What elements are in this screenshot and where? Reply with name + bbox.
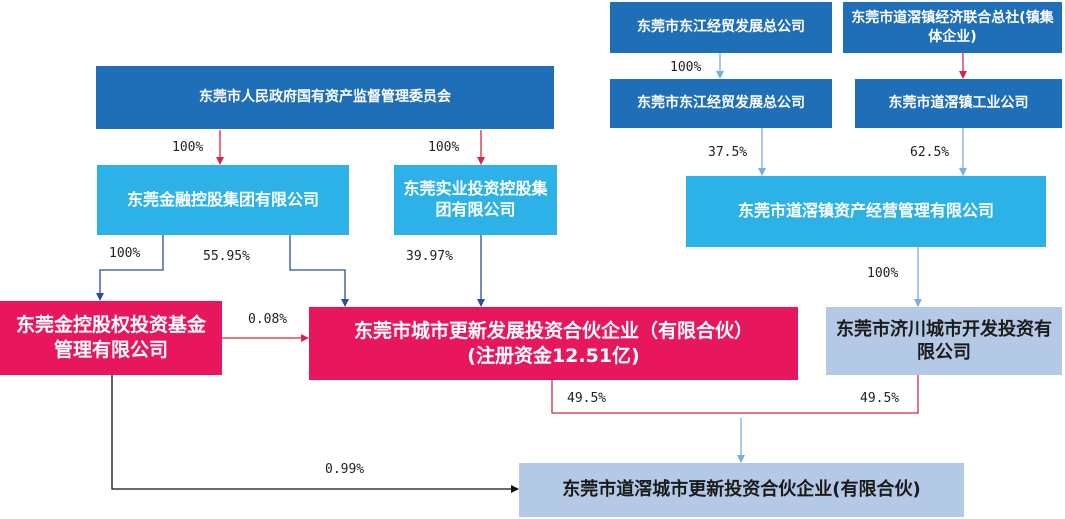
- arrow-financial-equitymgmt: [96, 235, 164, 301]
- label-daojiao-coop: 东莞市道滘镇经济联合总社(镇集体企业): [851, 10, 1054, 45]
- box-daojiao-asset: 东莞市道滘镇资产经营管理有限公司: [686, 176, 1046, 247]
- label-industrial-holding: 东莞实业投资控股集团有限公司: [403, 179, 548, 219]
- box-sasac: 东莞市人民政府国有资产监督管理委员会: [96, 66, 554, 129]
- label-dongjiang-parent: 东莞市东江经贸发展总公司: [637, 19, 805, 36]
- pct-asset-jichuan: 100%: [867, 266, 899, 281]
- pct-urbanfund-daojiaofund: 49.5%: [567, 391, 607, 406]
- box-daojiao-industrial: 东莞市道滘镇工业公司: [855, 79, 1062, 128]
- box-equity-fund-mgmt: 东莞金控股权投资基金管理有限公司: [0, 301, 222, 375]
- label-daojiao-industrial: 东莞市道滘镇工业公司: [888, 95, 1029, 112]
- pct-dongjiang-asset: 37.5%: [708, 145, 748, 160]
- label-jichuan: 东莞市济川城市开发投资有限公司: [836, 318, 1052, 363]
- box-daojiao-coop: 东莞市道滘镇经济联合总社(镇集体企业): [843, 2, 1062, 53]
- label-urban-renewal-fund-name: 东莞市城市更新发展投资合伙企业（有限合伙）: [353, 319, 753, 342]
- box-urban-renewal-fund: 东莞市城市更新发展投资合伙企业（有限合伙） (注册资金12.51亿): [309, 307, 798, 380]
- box-daojiao-renewal-fund: 东莞市道滘城市更新投资合伙企业(有限合伙): [519, 463, 964, 517]
- label-daojiao-renewal-fund: 东莞市道滘城市更新投资合伙企业(有限合伙): [562, 479, 921, 501]
- pct-equitymgmt-urbanfund: 0.08%: [248, 312, 288, 327]
- label-financial-holding: 东莞金融控股集团有限公司: [126, 189, 319, 209]
- pct-financial-equitymgmt: 100%: [109, 246, 141, 261]
- box-dongjiang: 东莞市东江经贸发展总公司: [610, 79, 832, 128]
- label-sasac: 东莞市人民政府国有资产监督管理委员会: [199, 89, 451, 106]
- arrow-financial-urbanfund: [289, 235, 349, 307]
- pct-industrial-urbanfund: 39.97%: [406, 249, 453, 264]
- arrow-equitymgmt-daojiaofund: [111, 375, 519, 493]
- pct-parent-dongjiang: 100%: [670, 60, 702, 75]
- pct-sasac-financial: 100%: [172, 140, 204, 155]
- label-equity-fund-mgmt: 东莞金控股权投资基金管理有限公司: [15, 314, 206, 361]
- pct-jichuan-daojiaofund: 49.5%: [860, 391, 900, 406]
- box-dongjiang-parent: 东莞市东江经贸发展总公司: [610, 2, 832, 53]
- pct-industrialco-asset: 62.5%: [910, 145, 950, 160]
- pct-financial-urbanfund: 55.95%: [203, 249, 250, 264]
- box-financial-holding: 东莞金融控股集团有限公司: [97, 165, 349, 235]
- box-jichuan: 东莞市济川城市开发投资有限公司: [826, 307, 1062, 375]
- label-daojiao-asset: 东莞市道滘镇资产经营管理有限公司: [737, 201, 994, 221]
- pct-equitymgmt-daojiaofund: 0.99%: [325, 462, 365, 477]
- label-urban-renewal-fund-capital: (注册资金12.51亿): [467, 344, 640, 367]
- label-dongjiang: 东莞市东江经贸发展总公司: [637, 95, 805, 112]
- line-urbanfund-merge: [551, 375, 919, 414]
- pct-sasac-industrial: 100%: [428, 140, 460, 155]
- box-industrial-holding: 东莞实业投资控股集团有限公司: [394, 165, 557, 235]
